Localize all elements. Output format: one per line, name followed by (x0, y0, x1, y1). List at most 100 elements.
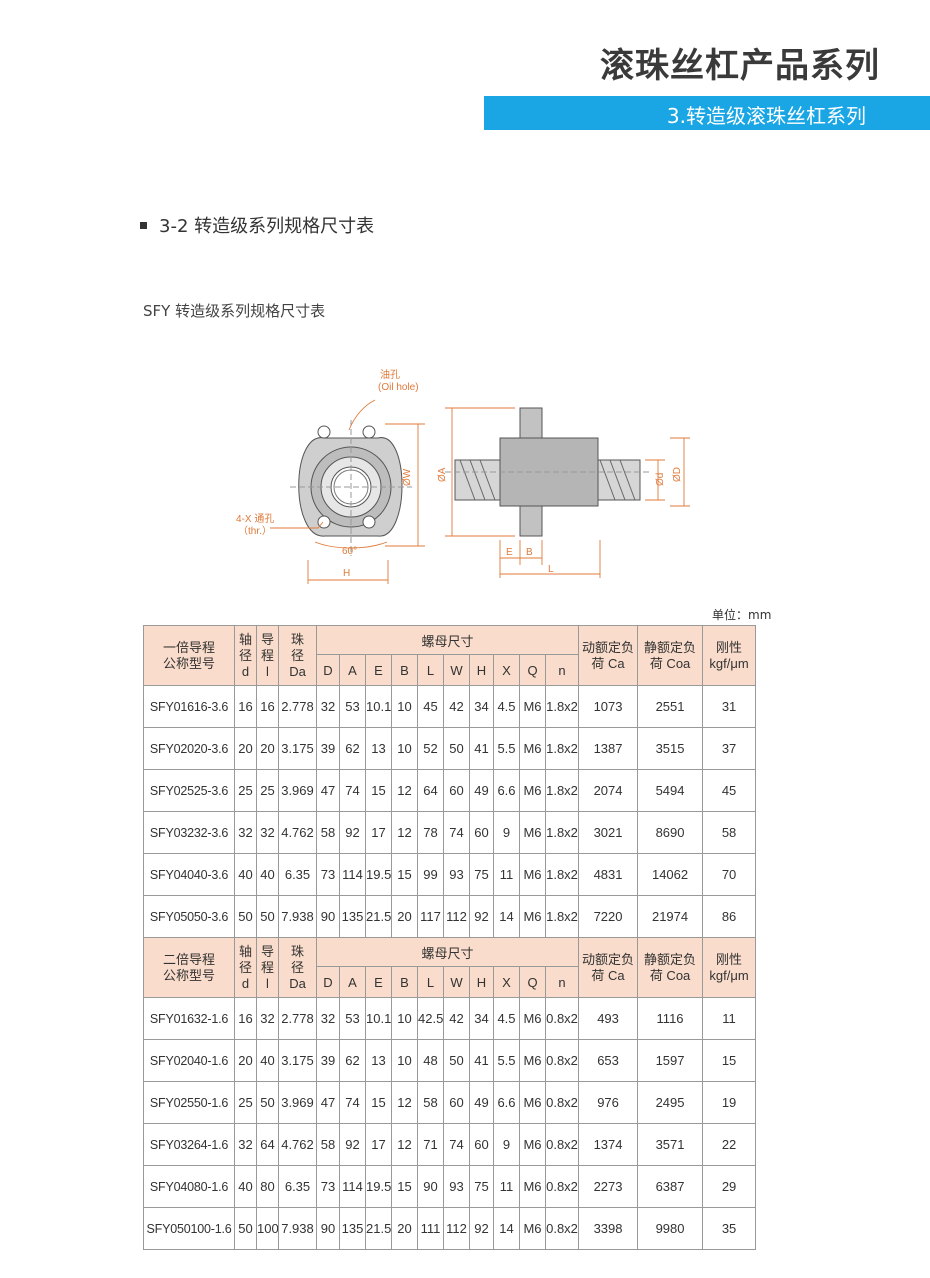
ball-dia-header-line: 径 (290, 647, 304, 663)
value-cell: 6.6 (493, 769, 520, 812)
bullet-square-icon (140, 221, 147, 229)
value-cell: 50 (234, 895, 257, 938)
value-cell: 100 (256, 1207, 279, 1250)
value-cell: 58 (316, 1123, 340, 1166)
value-cell: M6 (519, 853, 546, 896)
lead-header-line: 程 (260, 647, 274, 663)
lead-header-line: 导 (260, 943, 274, 959)
value-cell: 2495 (637, 1081, 704, 1124)
nut-col-header-A: A (339, 966, 366, 998)
value-cell: 73 (316, 853, 340, 896)
value-cell: 74 (339, 769, 366, 812)
dim-d-label: Ød (655, 473, 666, 486)
nut-col-header-W: W (443, 654, 470, 686)
value-cell: 25 (234, 769, 257, 812)
value-cell: 135 (339, 895, 366, 938)
value-cell: 34 (469, 997, 494, 1040)
rigidity-header-line: 刚性 (716, 639, 743, 655)
value-cell: 10.1 (365, 685, 392, 728)
value-cell: 2.778 (278, 685, 317, 728)
value-cell: 35 (702, 1207, 757, 1250)
value-cell: 3.175 (278, 1039, 317, 1082)
value-cell: 32 (234, 811, 257, 854)
value-cell: 58 (702, 811, 757, 854)
value-cell: 53 (339, 685, 366, 728)
value-cell: 0.8x2 (544, 997, 580, 1040)
value-cell: 41 (469, 727, 494, 770)
value-cell: 92 (339, 811, 366, 854)
value-cell: 47 (316, 1081, 340, 1124)
value-cell: 117 (417, 895, 444, 938)
nut-col-header-E: E (365, 654, 392, 686)
ball-dia-header-line: Da (289, 975, 306, 991)
nut-col-header-X: X (493, 966, 520, 998)
value-cell: 3.969 (278, 769, 317, 812)
model-cell: SFY02040-1.6 (143, 1039, 235, 1082)
value-cell: 1374 (578, 1123, 639, 1166)
value-cell: M6 (519, 727, 546, 770)
section-heading: 3-2 转造级系列规格尺寸表 (140, 212, 374, 238)
dim-W-label: ØW (402, 468, 413, 486)
value-cell: 39 (316, 1039, 340, 1082)
nut-col-header-L: L (417, 966, 444, 998)
value-cell: 114 (339, 853, 366, 896)
value-cell: 13 (365, 1039, 392, 1082)
value-cell: 21.5 (365, 1207, 392, 1250)
value-cell: 32 (316, 685, 340, 728)
value-cell: 90 (316, 1207, 340, 1250)
value-cell: 40 (234, 1165, 257, 1208)
value-cell: M6 (519, 811, 546, 854)
section-heading-text: 3-2 转造级系列规格尺寸表 (159, 216, 375, 237)
value-cell: 90 (417, 1165, 444, 1208)
value-cell: 41 (469, 1039, 494, 1082)
value-cell: 29 (702, 1165, 757, 1208)
value-cell: 31 (702, 685, 757, 728)
side-view (445, 407, 650, 537)
value-cell: 19.5 (365, 853, 392, 896)
front-view (290, 420, 412, 556)
nut-col-header-E: E (365, 966, 392, 998)
value-cell: 6387 (637, 1165, 704, 1208)
value-cell: 80 (256, 1165, 279, 1208)
value-cell: 1387 (578, 727, 639, 770)
value-cell: M6 (519, 1165, 546, 1208)
dynamic-load-header: 动额定负荷 Ca (578, 937, 639, 998)
value-cell: 15 (365, 769, 392, 812)
value-cell: 50 (234, 1207, 257, 1250)
value-cell: 53 (339, 997, 366, 1040)
value-cell: 17 (365, 811, 392, 854)
model-cell: SFY05050-3.6 (143, 895, 235, 938)
model-header-line: 公称型号 (162, 967, 215, 983)
table-caption: SFY 转造级系列规格尺寸表 (143, 302, 326, 320)
value-cell: 19.5 (365, 1165, 392, 1208)
value-cell: 4.5 (493, 997, 520, 1040)
value-cell: 52 (417, 727, 444, 770)
value-cell: 60 (469, 1123, 494, 1166)
value-cell: 10 (391, 685, 418, 728)
unit-label: 单位：mm (712, 608, 772, 622)
value-cell: 78 (417, 811, 444, 854)
value-cell: 47 (316, 769, 340, 812)
static-load-header: 静额定负荷 Coa (637, 625, 704, 686)
value-cell: 6.35 (278, 853, 317, 896)
value-cell: 92 (469, 895, 494, 938)
value-cell: 1116 (637, 997, 704, 1040)
value-cell: 45 (702, 769, 757, 812)
value-cell: 15 (391, 853, 418, 896)
value-cell: 21974 (637, 895, 704, 938)
value-cell: 653 (578, 1039, 639, 1082)
ball-dia-header-line: 珠 (290, 943, 304, 959)
value-cell: 50 (256, 895, 279, 938)
value-cell: 1.8x2 (544, 727, 580, 770)
